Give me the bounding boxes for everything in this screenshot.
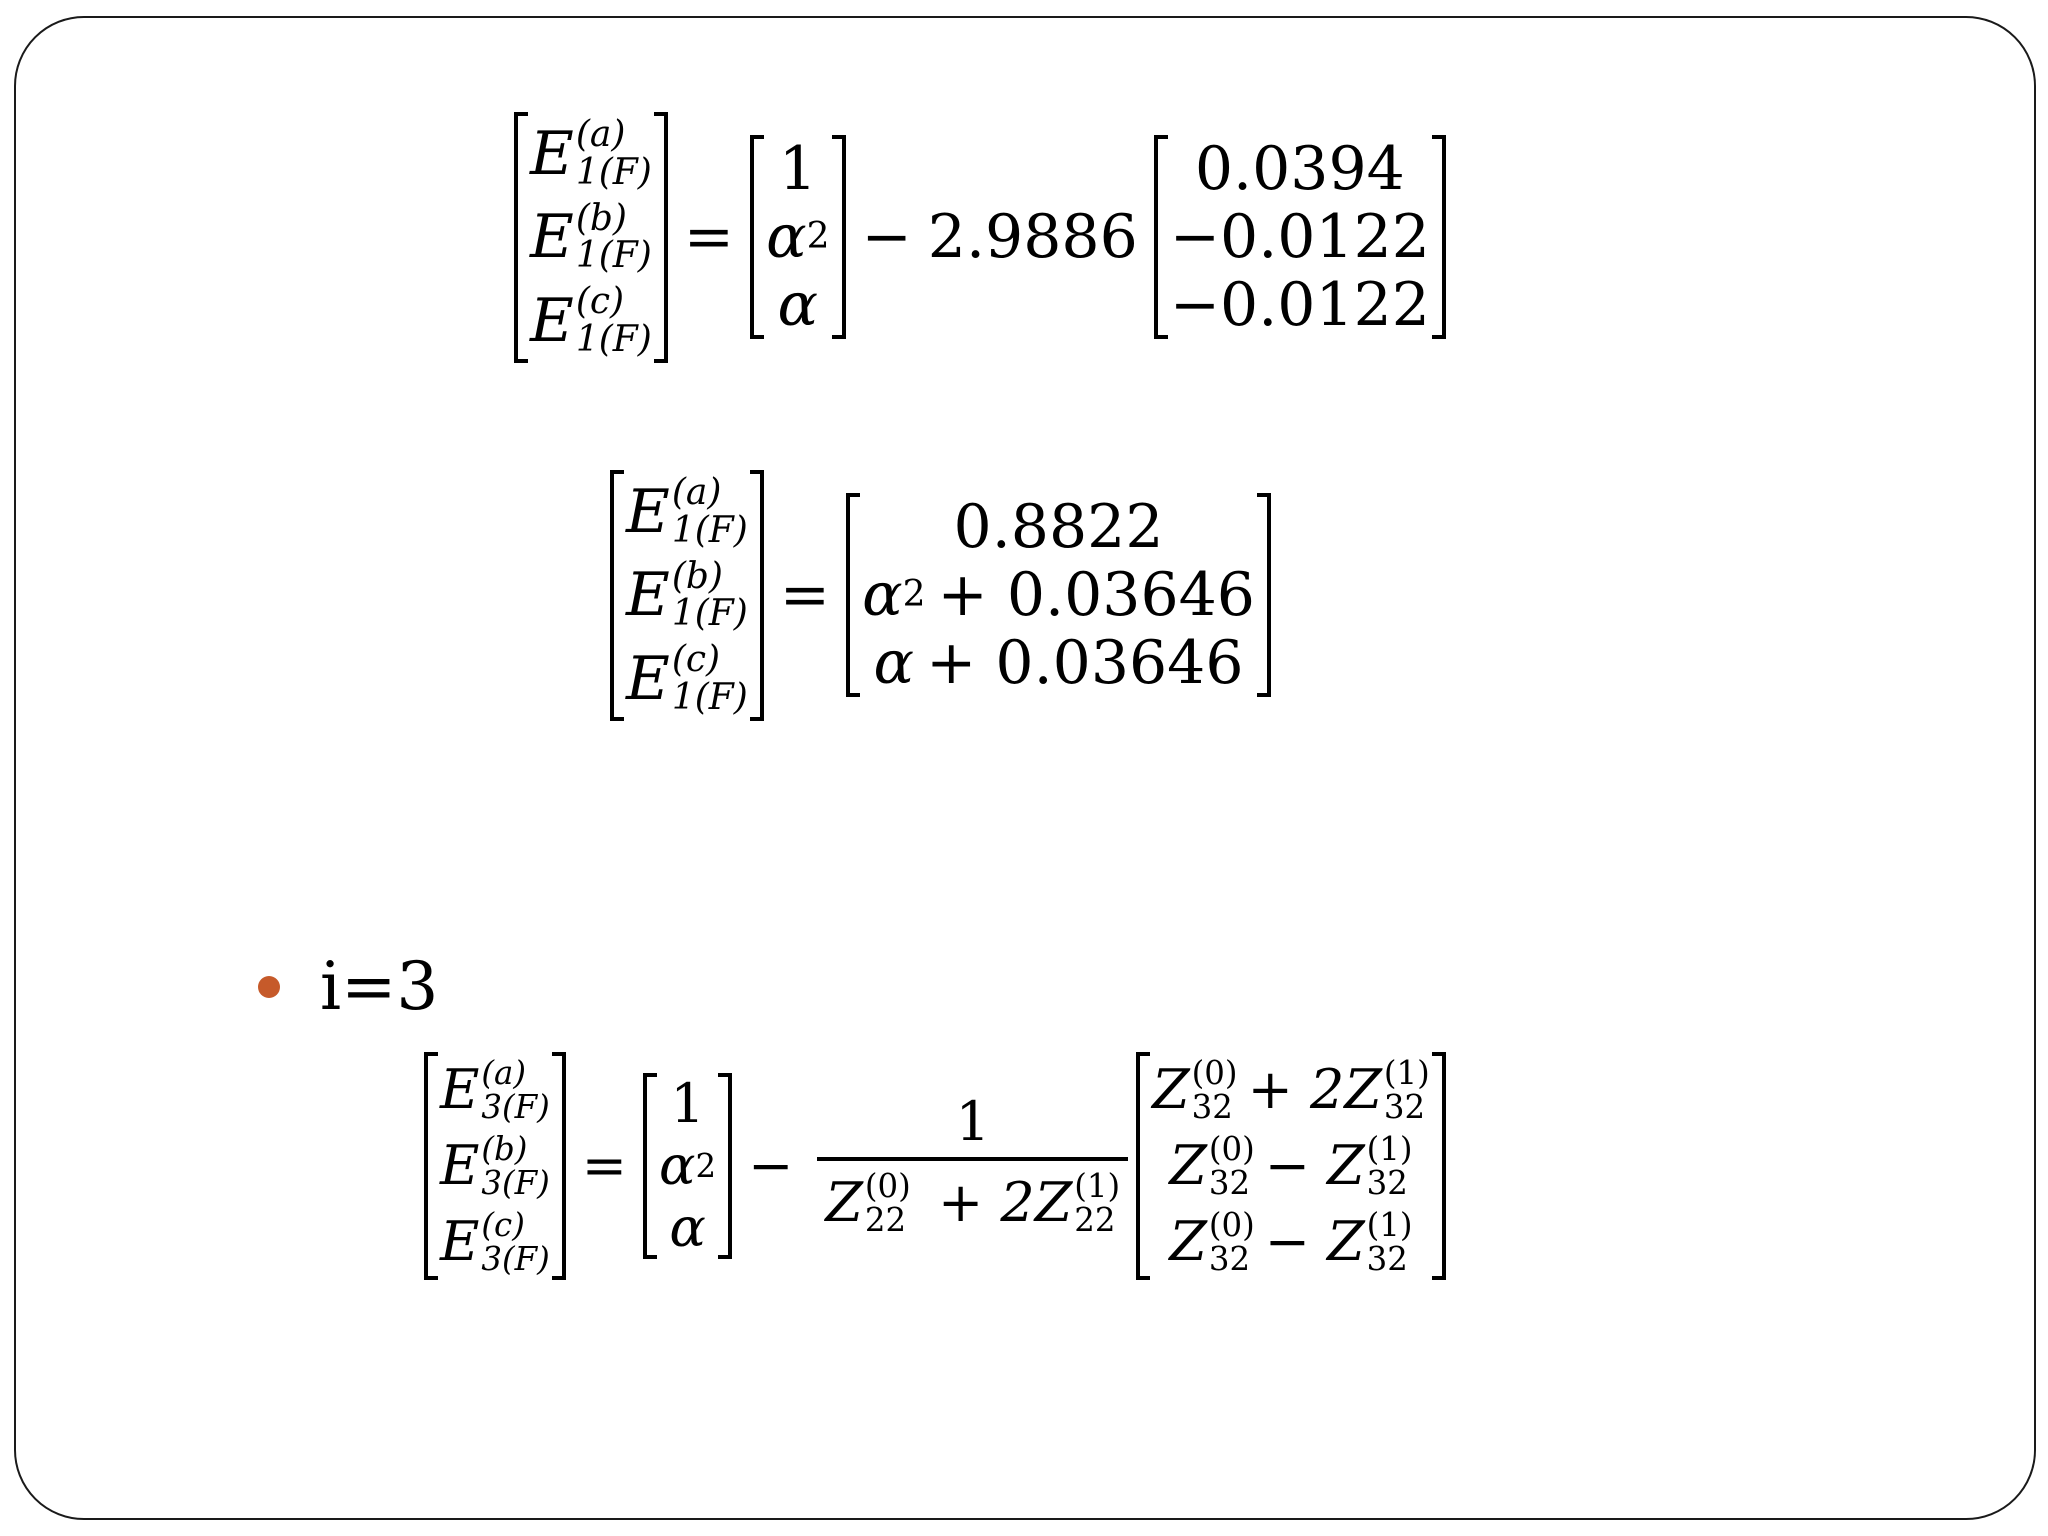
eq2-lhs-vector: E(a)1(F) E(b)1(F) E(c)1(F)	[610, 470, 764, 721]
bullet-item: i=3	[258, 948, 438, 1025]
eq1-coefficient: 2.9886	[927, 202, 1138, 273]
eq1-value-vector: 0.0394 −0.0122 −0.0122	[1153, 135, 1447, 340]
eq1-lhs-vector: E(a)1(F) E(b)1(F) E(c)1(F)	[514, 112, 668, 363]
eq3-lhs-vector: E(a)3(F) E(b)3(F) E(c)3(F)	[424, 1052, 566, 1281]
eq3-impedance-vector: Z(0)32 + 2Z(1)32 Z(0)32 − Z(1)32 Z(0)32 …	[1136, 1052, 1446, 1281]
eq3-fraction: 1 Z(0)22 + 2Z(1)22	[817, 1095, 1129, 1237]
bullet-dot	[258, 975, 280, 998]
slide-frame	[14, 16, 2036, 1520]
bullet-text: i=3	[320, 948, 439, 1025]
